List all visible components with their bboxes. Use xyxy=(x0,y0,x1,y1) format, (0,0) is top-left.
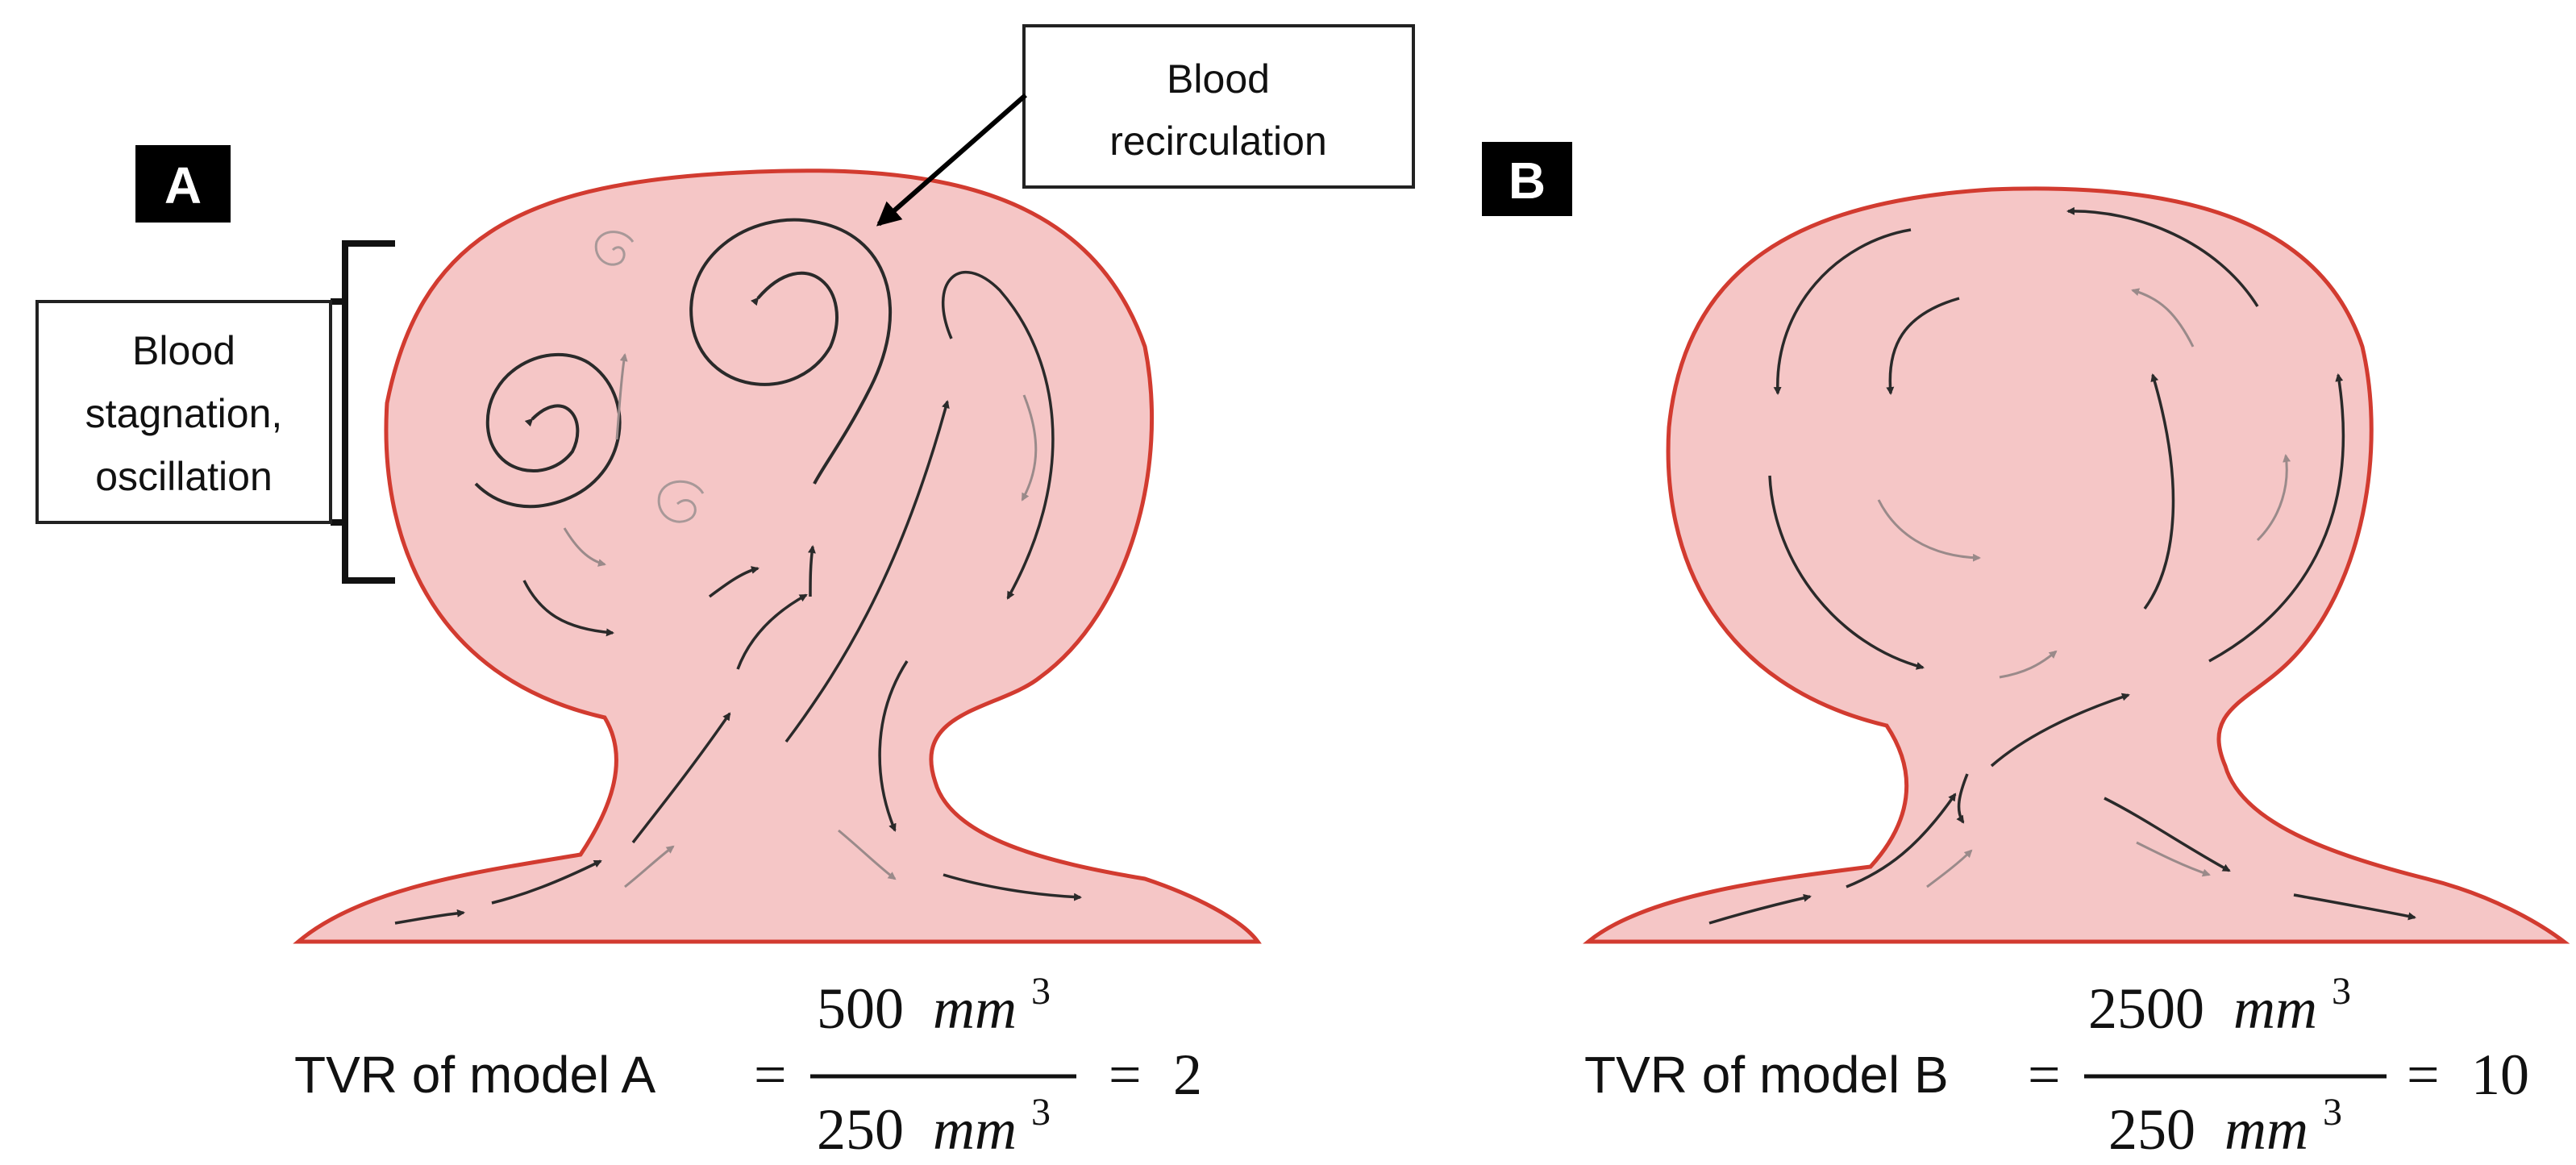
flow-arrow-faint xyxy=(563,527,606,567)
flow-arrow xyxy=(736,593,808,670)
equation-equals-b-1: = xyxy=(2028,1042,2061,1107)
numerator-b: 2500 mm 3 xyxy=(2088,970,2351,1041)
denominator-b: 250 mm 3 xyxy=(2108,1091,2342,1162)
numerator-value-b: 2500 xyxy=(2088,976,2204,1041)
vortex-small-a-1 xyxy=(594,231,635,266)
flow-arrow-faint xyxy=(2256,454,2291,542)
flow-arrow xyxy=(1846,793,1957,888)
flow-arrow xyxy=(1886,297,1960,395)
panel-tag-a xyxy=(135,145,231,223)
flow-arrows-light-a xyxy=(563,353,1038,888)
equation-prefix-b: TVR of model B xyxy=(1584,1046,1949,1104)
flow-arrow xyxy=(784,400,950,743)
flow-arrow-faint xyxy=(1877,499,1981,562)
aneurysm-sac-a xyxy=(293,169,1262,944)
flow-arrows-dark-a xyxy=(394,271,1082,925)
vortex-mid-a xyxy=(474,353,622,509)
numerator-exponent-a: 3 xyxy=(1031,970,1051,1013)
recirculation-callout-line-2: recirculation xyxy=(1109,119,1327,164)
flow-arrows-light-b xyxy=(1877,288,2291,888)
recirculation-callout-box xyxy=(1022,24,1415,189)
panel-label-b: B xyxy=(1509,152,1546,210)
denominator-exponent-b: 3 xyxy=(2323,1091,2342,1134)
flow-arrow xyxy=(1956,773,1969,824)
recirculation-pointer-arrow xyxy=(876,93,1027,227)
equation-equals-b-2: = xyxy=(2407,1042,2440,1107)
denominator-unit-a: mm xyxy=(933,1097,1017,1162)
panel-a: A Blood recirculation Blood stagnation, … xyxy=(35,24,1415,1162)
flow-arrow xyxy=(631,712,731,844)
equation-equals-a-1: = xyxy=(754,1042,787,1107)
flow-arrows-dark-b xyxy=(1708,206,2416,925)
flow-arrow xyxy=(491,859,602,905)
numerator-value-a: 500 xyxy=(817,976,904,1041)
flow-arrow-faint xyxy=(1999,650,2058,679)
denominator-unit-b: mm xyxy=(2224,1097,2308,1162)
denominator-value-b: 250 xyxy=(2108,1097,2195,1162)
flow-arrow xyxy=(1768,475,1925,670)
flow-arrow xyxy=(2104,797,2231,872)
numerator-unit-a: mm xyxy=(933,976,1017,1041)
flow-arrow-faint xyxy=(1021,394,1038,501)
flow-arrow xyxy=(2293,893,2416,921)
flow-arrow xyxy=(1773,228,1912,395)
flow-arrow xyxy=(2066,206,2259,307)
aneurysm-sac-b xyxy=(1583,186,2570,944)
numerator-exponent-b: 3 xyxy=(2332,970,2351,1013)
numerator-unit-b: mm xyxy=(2233,976,2317,1041)
flow-arrow-faint xyxy=(2136,841,2211,877)
numerator-a: 500 mm 3 xyxy=(817,970,1051,1041)
recirculation-callout-line-1: Blood xyxy=(1167,56,1270,102)
flow-arrow xyxy=(2143,373,2175,610)
flow-arrow-faint xyxy=(2131,288,2195,347)
denominator-exponent-a: 3 xyxy=(1031,1091,1051,1134)
equation-equals-a-2: = xyxy=(1109,1042,1142,1107)
flow-arrow xyxy=(1708,893,1812,925)
flow-arrow xyxy=(708,566,759,598)
equation-result-b: 10 xyxy=(2471,1042,2529,1107)
denominator-value-a: 250 xyxy=(817,1097,904,1162)
flow-arrow xyxy=(1990,693,2130,768)
flow-arrow xyxy=(394,909,465,925)
panel-tag-b xyxy=(1482,142,1572,216)
flow-arrow xyxy=(943,873,1082,901)
panel-b: B TVR of model B = xyxy=(1482,142,2570,1162)
vortex-large-a xyxy=(689,218,893,485)
stagnation-callout-line-2: stagnation, xyxy=(85,391,283,436)
stagnation-callout-box xyxy=(35,300,332,524)
stagnation-callout-line-1: Blood xyxy=(132,328,235,373)
panel-label-a: A xyxy=(164,156,202,214)
flow-arrow-faint xyxy=(615,353,628,440)
flow-arrow-faint xyxy=(624,845,675,888)
equation-prefix-a: TVR of model A xyxy=(294,1046,656,1104)
flow-arrow xyxy=(807,545,816,597)
flow-arrow-faint xyxy=(838,829,897,880)
flow-arrow-faint xyxy=(1926,849,1973,888)
stagnation-bracket xyxy=(342,240,395,584)
flow-arrow xyxy=(2208,373,2345,663)
flow-arrow xyxy=(942,271,1055,600)
flow-arrow xyxy=(878,660,909,832)
denominator-a: 250 mm 3 xyxy=(817,1091,1051,1162)
equation-result-a: 2 xyxy=(1173,1042,1202,1107)
stagnation-callout-line-3: oscillation xyxy=(95,454,273,499)
flow-arrow xyxy=(522,580,614,637)
vortex-small-a-2 xyxy=(657,480,705,523)
